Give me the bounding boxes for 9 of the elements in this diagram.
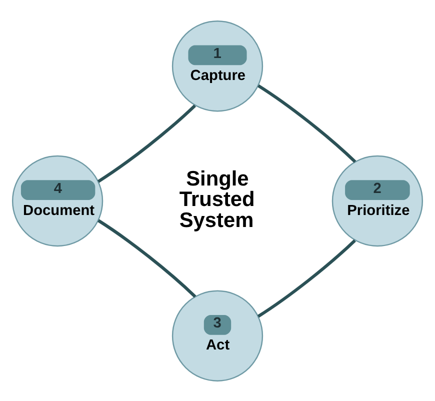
node-circle: 2 Prioritize [332, 154, 424, 246]
connector [97, 104, 196, 182]
node-circle: 1 Capture [172, 20, 264, 112]
label: Single Trusted System [179, 166, 255, 232]
node-circle: 3 Act [172, 290, 264, 381]
connector [257, 84, 356, 162]
connector [98, 218, 196, 298]
node-circle: 4 Document [12, 154, 104, 246]
connector [257, 238, 356, 318]
